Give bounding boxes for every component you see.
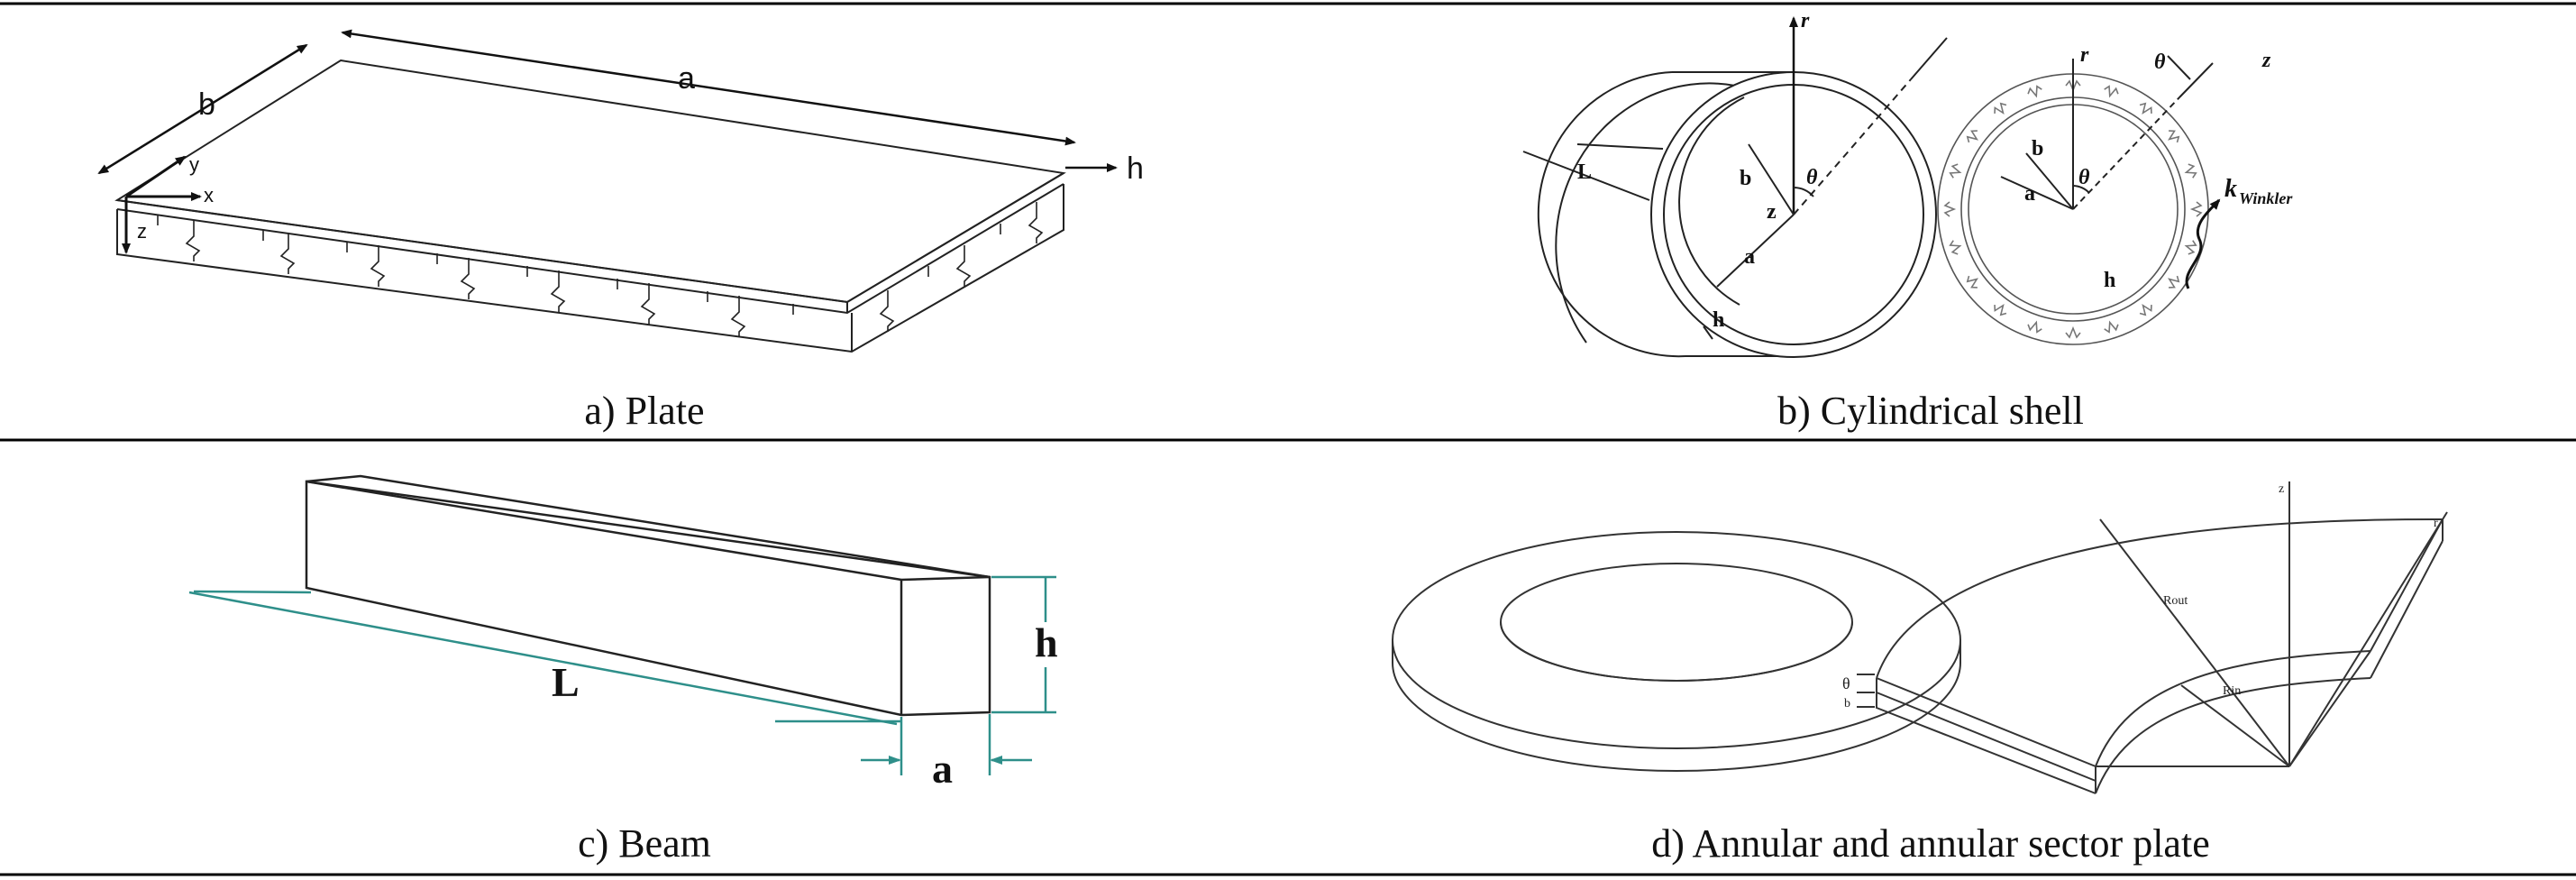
winkler-spring-icon: [2184, 163, 2197, 179]
winkler-spring-icon: [1949, 163, 1962, 179]
annular-caption: d) Annular and annular sector plate: [1651, 821, 2209, 866]
annular-labels: z r Rout Rin θ b: [1842, 482, 2438, 710]
annular-label-rin: Rin: [2223, 684, 2241, 698]
shell-label-z2: z: [2261, 49, 2271, 72]
plate-label-a: a: [678, 61, 695, 96]
winkler-spring-icon: [2139, 102, 2152, 115]
plate-labels: a b h x y z: [137, 61, 1144, 243]
winkler-spring-icon: [1994, 304, 2007, 316]
shell-label-r1: r: [1801, 9, 1810, 32]
beam-label-L: L: [552, 659, 580, 705]
beam-label-h: h: [1035, 619, 1058, 665]
shell-label-h2: h: [2104, 269, 2115, 292]
plate-label-x: x: [204, 184, 214, 206]
shell-label-L: L: [1577, 160, 1592, 184]
shell-label-a1: a: [1744, 245, 1755, 269]
beam-dimensions: [188, 575, 1056, 775]
winkler-spring-icon: [2139, 304, 2152, 316]
shell-caption: b) Cylindrical shell: [1777, 389, 2084, 433]
shell-label-theta1: θ: [1806, 166, 1818, 189]
winkler-spring-icon: [2065, 325, 2081, 339]
annular-label-theta: θ: [1842, 674, 1850, 692]
shell-label-h1: h: [1713, 308, 1724, 332]
beam-labels: L h a: [552, 619, 1058, 792]
winkler-spring-icon: [1949, 240, 1962, 255]
shell-labels: r L b θ z a h r θ z b θ a h k Winkler: [1577, 9, 2293, 332]
annular-sector-diagram: [1857, 481, 2448, 794]
annular-label-r: r: [2434, 517, 2438, 530]
shell-label-theta3: θ: [2078, 166, 2090, 189]
shell-label-r2: r: [2080, 43, 2089, 67]
winkler-spring-icon: [2104, 85, 2119, 98]
annular-label-b: b: [1844, 697, 1850, 710]
plate-label-y: y: [189, 153, 199, 176]
plate-label-z: z: [137, 220, 147, 243]
beam-diagram: [305, 474, 991, 717]
winkler-spring-icon: [2168, 130, 2180, 143]
winkler-spring-icon: [2027, 85, 2042, 98]
winkler-spring-icon: [1966, 130, 1978, 143]
annular-label-rout: Rout: [2163, 594, 2188, 608]
shell-diagram: [1522, 16, 1948, 358]
shell-label-theta2: θ: [2154, 50, 2166, 74]
shell-ring-axes: [2000, 55, 2221, 289]
annular-label-z: z: [2279, 482, 2284, 496]
winkler-spring-icon: [2189, 201, 2203, 217]
shell-label-k-sub: Winkler: [2239, 189, 2293, 207]
winkler-spring-icon: [1994, 102, 2007, 115]
shell-label-z1: z: [1767, 200, 1777, 224]
plate-label-b: b: [198, 87, 215, 122]
winkler-spring-icon: [2104, 320, 2119, 334]
shell-label-b2: b: [2032, 137, 2043, 160]
winkler-spring-icon: [1966, 275, 1978, 289]
winkler-spring-icon: [1943, 201, 1957, 217]
plate-diagram: [97, 29, 1118, 353]
shell-label-a2: a: [2024, 182, 2035, 206]
beam-caption: c) Beam: [578, 821, 711, 866]
plate-caption: a) Plate: [584, 389, 704, 433]
winkler-spring-icon: [2027, 320, 2042, 334]
winkler-spring-icon: [2184, 240, 2197, 255]
beam-label-a: a: [932, 746, 953, 792]
winkler-spring-icon: [2168, 275, 2180, 289]
annular-plate-diagram: [1392, 531, 1961, 772]
shell-label-k: k: [2224, 175, 2237, 203]
shell-label-b1: b: [1740, 167, 1751, 190]
plate-label-h: h: [1127, 151, 1144, 186]
